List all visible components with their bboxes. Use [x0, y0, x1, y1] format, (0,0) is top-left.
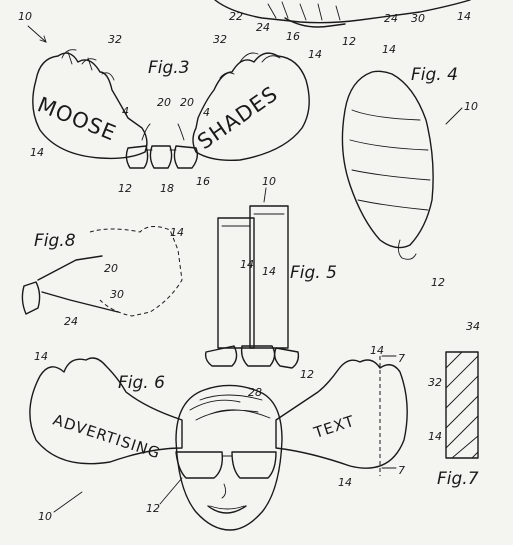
- fig6-ref-14-right-bottom: 14: [338, 476, 352, 489]
- fig3-ref-16: 16: [196, 175, 210, 188]
- fig3-moose-shades: Fig.3 10 MOOSE SHADES 32 32 20 20 4 4 14…: [18, 10, 322, 195]
- fig8-ref-20: 20: [104, 262, 118, 275]
- ref-16-top: 16: [286, 30, 300, 43]
- fig3-ref-4-left: 4: [122, 105, 129, 118]
- fig3-ref-20-right: 20: [180, 96, 194, 109]
- fig6-ref-14-left: 14: [34, 350, 48, 363]
- fig6-ref-7-bottom: 7: [398, 464, 405, 477]
- fig6-ref-12: 12: [146, 502, 160, 515]
- ref-24-top-left: 24: [256, 21, 270, 34]
- fig6-ref-10: 10: [38, 510, 52, 523]
- fig4-ref-14: 14: [382, 43, 396, 56]
- fig6-text-word: TEXT: [311, 412, 357, 442]
- fig7-ref-32: 32: [428, 376, 442, 389]
- fig3-label: Fig.3: [148, 58, 190, 78]
- ref-22-top: 22: [229, 10, 243, 23]
- fig3-ref-20-left: 20: [157, 96, 171, 109]
- fig8-ref-30: 30: [110, 288, 124, 301]
- fig4-ref-10: 10: [464, 100, 478, 113]
- fig3-ref-12: 12: [118, 182, 132, 195]
- fig8-glasses: [21, 255, 103, 315]
- fig4-label: Fig. 4: [411, 65, 458, 85]
- fig8-label: Fig.8: [34, 231, 76, 251]
- fig3-ref-32-left: 32: [108, 33, 122, 46]
- fig3-right-antler: [192, 52, 310, 162]
- fig5-ref-14-left: 14: [240, 258, 254, 271]
- fig5-back-panel: [217, 217, 255, 349]
- fig3-left-antler: [32, 52, 148, 160]
- fig7-cross-section: Fig.7 34 32 14: [428, 320, 480, 489]
- fig3-ref-18: 18: [160, 182, 174, 195]
- fig5-ref-10: 10: [262, 175, 276, 188]
- fig7-ref-14: 14: [428, 430, 442, 443]
- ref-30-top: 30: [411, 12, 425, 25]
- fig6-ref-28: 28: [248, 386, 262, 399]
- fig7-label: Fig.7: [437, 469, 479, 489]
- fig3-ref-14-right: 14: [308, 48, 322, 61]
- fig7-section-rect: [445, 351, 479, 459]
- fig6-label: Fig. 6: [118, 373, 165, 393]
- fig6-glasses: [175, 451, 277, 479]
- fig3-ref-32-right: 32: [213, 33, 227, 46]
- fig5-label: Fig. 5: [290, 263, 337, 283]
- fig5-front-panel: [249, 205, 289, 349]
- fig5-ref-14-right: 14: [262, 265, 276, 278]
- ref-12-top: 12: [342, 35, 356, 48]
- fig5-ref-12: 12: [300, 368, 314, 381]
- fig8-glasses-with-antler: Fig.8 14 20 30 24: [21, 226, 184, 328]
- fig8-ref-24: 24: [64, 315, 78, 328]
- fig3-ref-4-right: 4: [203, 106, 210, 119]
- fig7-ref-34: 34: [466, 320, 480, 333]
- fig6-right-antler: [275, 359, 408, 469]
- fig4-folded-antler: Fig. 4 14 10 12: [341, 43, 478, 289]
- fig4-ref-12: 12: [431, 276, 445, 289]
- fig6-ref-7-top: 7: [398, 352, 405, 365]
- fig5-glasses: [204, 345, 300, 369]
- top-partial-figure: 22 24 16 12 24 30 14: [214, 0, 471, 48]
- fig6-wearer-with-antlers: Fig. 6 ADVERTISING TEXT 7 7 14 14 14 28 …: [29, 344, 408, 531]
- fig6-left-antler: [29, 357, 183, 465]
- fig4-antler-outline: [341, 70, 434, 249]
- fig3-glasses: [125, 145, 199, 169]
- fig6-ref-14-right-top: 14: [370, 344, 384, 357]
- ref-14-top: 14: [457, 10, 471, 23]
- fig6-head: [175, 384, 283, 531]
- ref-24-top-right: 24: [384, 12, 398, 25]
- fig8-ref-14: 14: [170, 226, 184, 239]
- fig3-ref-10: 10: [18, 10, 32, 23]
- fig5-packaged-antlers: Fig. 5 14 14 10 12: [204, 175, 337, 381]
- fig6-advertising-text: ADVERTISING: [51, 411, 163, 463]
- fig3-ref-14-left: 14: [30, 146, 44, 159]
